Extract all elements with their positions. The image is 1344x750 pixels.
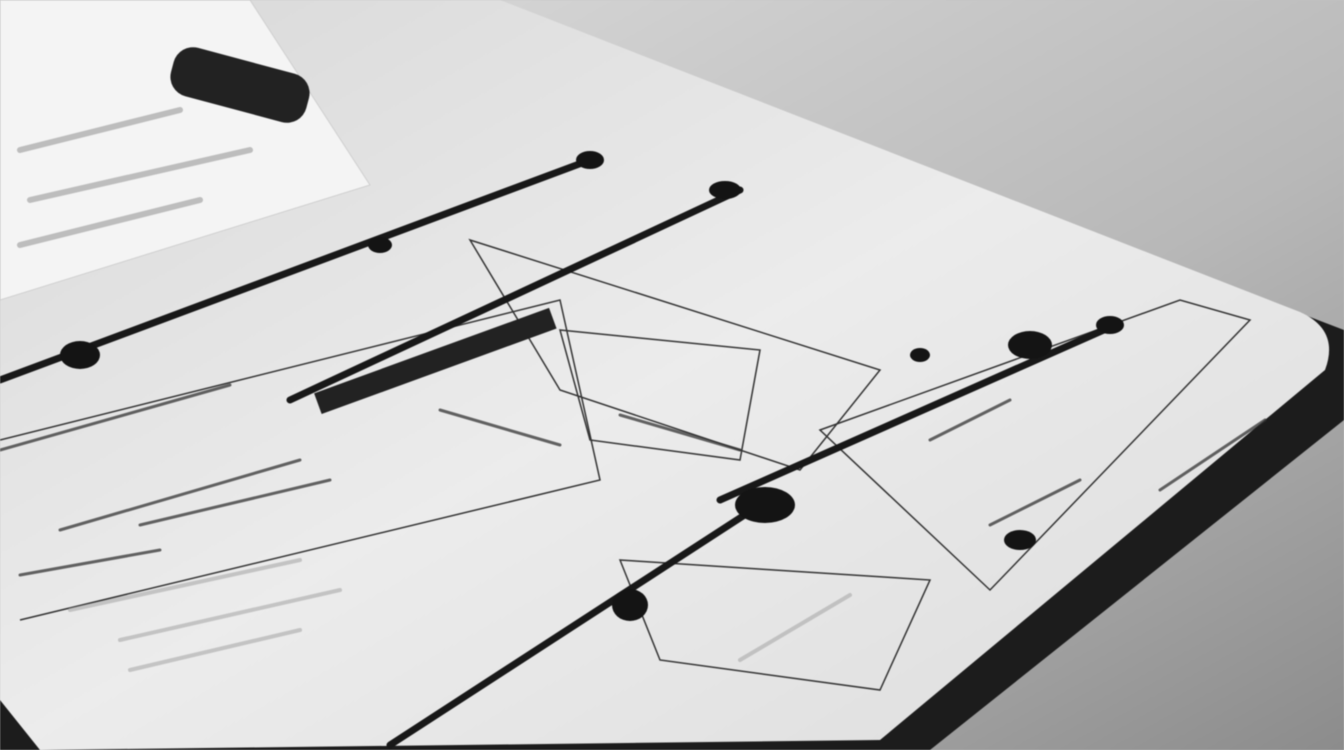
node xyxy=(1008,331,1052,359)
header-bar xyxy=(314,307,557,415)
node xyxy=(1004,530,1036,550)
node xyxy=(612,589,648,621)
faint-text-lines xyxy=(68,558,852,672)
illegible-text-marks xyxy=(0,383,1267,577)
node xyxy=(576,151,604,169)
node xyxy=(709,181,741,199)
diagram-boxes xyxy=(0,238,1252,691)
blurred-text-lines xyxy=(17,107,253,248)
node xyxy=(1096,316,1124,334)
connector-line xyxy=(0,156,594,384)
node xyxy=(60,341,100,369)
node xyxy=(735,487,795,523)
node xyxy=(910,348,930,362)
connector-line xyxy=(716,321,1119,504)
connector-lines xyxy=(0,156,1119,749)
connector-nodes xyxy=(60,151,1124,621)
node xyxy=(368,237,392,253)
dark-button-blob xyxy=(170,47,310,123)
connector-line xyxy=(286,186,744,404)
connector-line xyxy=(386,501,764,749)
